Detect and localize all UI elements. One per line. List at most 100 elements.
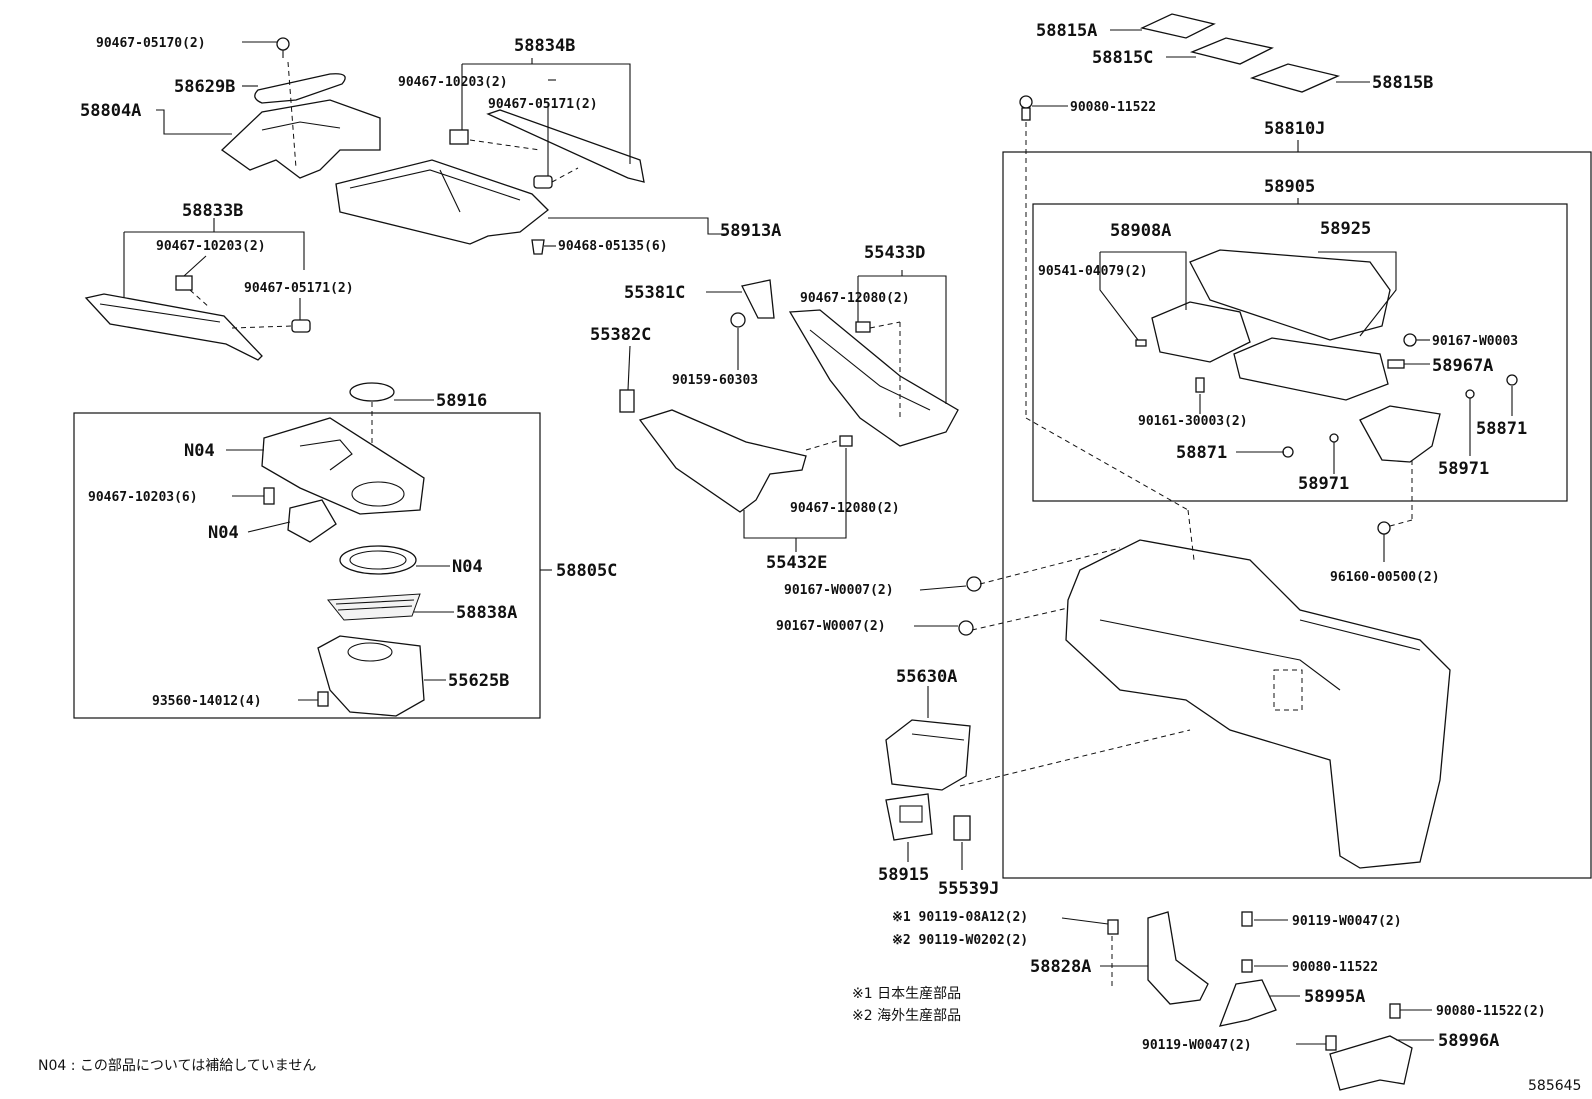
screw-93560-14012 [317,691,329,707]
note-n04-not-supplied: N04 : この部品については補給していません [38,1058,316,1074]
part-58967A [1387,359,1405,369]
screw-90119-W0047-a [1241,911,1253,927]
label-90080-11522-top: 90080-11522 [1070,100,1156,115]
part-58804A [220,99,381,179]
clip-90159-60303 [730,312,746,328]
frame-58905 [1032,203,1568,502]
screw-90541-04079 [1135,339,1147,347]
label-55382C: 55382C [590,325,651,345]
label-58805C: 58805C [556,561,617,581]
label-90467-05171-b: 90467-05171(2) [244,281,354,296]
label-58833B: 58833B [182,201,243,221]
label-58815C: 58815C [1092,48,1153,68]
part-58905-base [1233,337,1389,401]
clip-90467-10203-a [449,129,469,145]
part-55382C [619,389,635,413]
label-55433D: 55433D [864,243,925,263]
label-90467-10203-b: 90467-10203(2) [156,239,266,254]
label-58828A: 58828A [1030,957,1091,977]
part-N04-ring [339,545,417,575]
label-90467-10203-c: 90467-10203(6) [88,490,198,505]
part-58629B [254,73,346,104]
part-labels: 58815A 58815C 58815B 90080-11522 58810J … [80,21,1546,1053]
part-58925-lid [1189,249,1391,341]
label-90467-12080-b: 90467-12080(2) [790,501,900,516]
part-58916 [349,382,395,402]
part-55630A [885,719,971,791]
label-58810J: 58810J [1264,119,1325,139]
screw-90167-W0003 [1403,333,1417,347]
label-90119-08A12: ※1 90119-08A12(2) [892,910,1028,925]
screw-90167-W0007-b [958,620,974,636]
label-N04-c: N04 [452,557,483,577]
label-58971-l: 58971 [1298,474,1349,494]
label-58995A: 58995A [1304,987,1365,1007]
label-N04-a: N04 [184,441,215,461]
part-58915 [885,793,933,841]
part-58908A [1151,301,1251,363]
label-58838A: 58838A [456,603,517,623]
label-55432E: 55432E [766,553,827,573]
part-N04-panel [261,417,425,515]
label-90468-05135: 90468-05135(6) [558,239,668,254]
pin-58871-r [1506,374,1518,386]
screw-90080-11522-top [1019,95,1033,121]
part-55539J [953,815,971,841]
part-58810J-console [1065,539,1451,869]
diagram-id: 585645 [1528,1078,1581,1094]
label-58815B: 58815B [1372,73,1433,93]
label-90467-05171-a: 90467-05171(2) [488,97,598,112]
part-55381C [741,279,775,319]
label-90119-W0047-b: 90119-W0047(2) [1142,1038,1252,1053]
label-55381C: 55381C [624,283,685,303]
label-58913A: 58913A [720,221,781,241]
leader-lines [123,29,1513,1045]
clip-90468-05135 [531,239,545,255]
label-58871-r: 58871 [1476,419,1527,439]
label-90167-W0003: 90167-W0003 [1432,334,1518,349]
label-55539J: 55539J [938,879,999,899]
note-overseas-production: ※2 海外生産部品 [852,1008,961,1024]
label-90541-04079: 90541-04079(2) [1038,264,1148,279]
frame-58810J [1002,151,1592,879]
label-90161-30003: 90161-30003(2) [1138,414,1248,429]
screw-90080-11522-m [1241,959,1253,973]
label-58925: 58925 [1320,219,1371,239]
label-58905: 58905 [1264,177,1315,197]
label-90467-12080-a: 90467-12080(2) [800,291,910,306]
frame-58805C [73,412,541,719]
clip-90467-05171-b [291,319,311,333]
screw-90119-W0047-b [1325,1035,1337,1051]
label-90167-W0007-b: 90167-W0007(2) [776,619,886,634]
label-58629B: 58629B [174,77,235,97]
part-58834B [486,109,645,183]
label-90119-W0047-a: 90119-W0047(2) [1292,914,1402,929]
label-96160-00500: 96160-00500(2) [1330,570,1440,585]
part-58833B [84,293,263,361]
clip-90467-05171-a [533,175,553,189]
clip-90467-10203-b [175,275,193,291]
bracket-58995A [1218,979,1277,1027]
part-N04-pocket [287,499,337,543]
label-58915: 58915 [878,865,929,885]
washer-58871-l [1282,446,1294,458]
label-58871-l: 58871 [1176,443,1227,463]
screw-90167-W0007-a [966,576,982,592]
part-58913A [335,159,549,245]
part-90467-05170 [276,37,290,58]
label-90467-05170: 90467-05170(2) [96,36,206,51]
label-58967A: 58967A [1432,356,1493,376]
bracket-58828A [1147,911,1209,1005]
bracket-58996A [1329,1035,1413,1091]
screw-90161-30003 [1195,377,1205,393]
label-55625B: 55625B [448,671,509,691]
screw-90119-08A12 [1107,919,1119,935]
clip-90467-12080-a [855,321,871,333]
clip-90467-10203-c [263,487,275,505]
label-90159-60303: 90159-60303 [672,373,758,388]
label-58834B: 58834B [514,36,575,56]
washer-58971-l [1329,433,1339,443]
label-58908A: 58908A [1110,221,1171,241]
label-90167-W0007-a: 90167-W0007(2) [784,583,894,598]
